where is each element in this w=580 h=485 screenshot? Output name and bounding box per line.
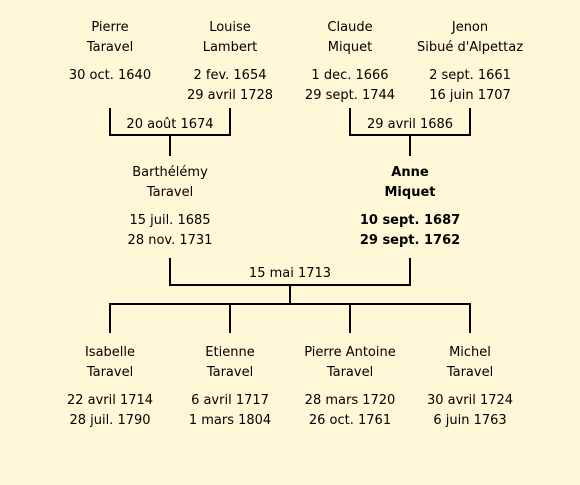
person-last-name: Taravel (146, 185, 194, 200)
birth-date: 28 mars 1720 (304, 393, 396, 408)
person-first-name: Claude (327, 20, 373, 35)
connector-line (109, 303, 471, 305)
person-grandparent: Jenon Sibué d'Alpettaz 2 sept. 1661 16 j… (400, 18, 540, 106)
person-child: Etienne Taravel 6 avril 1717 1 mars 1804 (160, 343, 300, 431)
person-grandparent: Louise Lambert 2 fev. 1654 29 avril 1728 (160, 18, 300, 106)
person-last-name: Taravel (206, 365, 254, 380)
death-date: 29 avril 1728 (186, 88, 274, 103)
person-first-name: Anne (391, 165, 429, 180)
person-last-name: Sibué d'Alpettaz (416, 40, 524, 55)
marriage-date: 29 avril 1686 (360, 116, 460, 134)
person-child: Isabelle Taravel 22 avril 1714 28 juil. … (40, 343, 180, 431)
connector-line (229, 108, 231, 136)
person-first-name: Pierre (91, 20, 129, 35)
person-grandparent: Claude Miquet 1 dec. 1666 29 sept. 1744 (280, 18, 420, 106)
person-first-name: Jenon (451, 20, 489, 35)
death-date: 28 juil. 1790 (69, 413, 151, 428)
connector-line (349, 303, 351, 333)
person-child: Michel Taravel 30 avril 1724 6 juin 1763 (400, 343, 540, 431)
marriage-date: 20 août 1674 (120, 116, 220, 134)
birth-date: 30 avril 1724 (426, 393, 514, 408)
connector-line (229, 303, 231, 333)
birth-date: 22 avril 1714 (66, 393, 154, 408)
death-date: 26 oct. 1761 (308, 413, 392, 428)
person-parent: Barthélémy Taravel 15 juil. 1685 28 nov.… (100, 163, 240, 251)
connector-line (169, 258, 171, 286)
connector-line (409, 258, 411, 286)
birth-date: 10 sept. 1687 (359, 213, 461, 228)
connector-line (289, 284, 291, 304)
person-first-name: Isabelle (84, 345, 136, 360)
death-date: 28 nov. 1731 (127, 233, 213, 248)
birth-date: 1 dec. 1666 (311, 68, 389, 83)
person-first-name: Louise (209, 20, 251, 35)
birth-date: 15 juil. 1685 (129, 213, 211, 228)
connector-line (469, 108, 471, 136)
person-first-name: Michel (449, 345, 491, 360)
person-last-name: Taravel (86, 365, 134, 380)
death-date: 1 mars 1804 (188, 413, 272, 428)
birth-date: 2 fev. 1654 (193, 68, 267, 83)
birth-date: 2 sept. 1661 (429, 68, 511, 83)
birth-date: 6 avril 1717 (191, 393, 269, 408)
person-last-name: Miquet (384, 185, 436, 200)
person-last-name: Miquet (327, 40, 373, 55)
birth-date: 30 oct. 1640 (68, 68, 152, 83)
connector-line (169, 134, 171, 156)
death-date: 29 sept. 1744 (304, 88, 396, 103)
person-last-name: Taravel (326, 365, 374, 380)
person-last-name: Taravel (446, 365, 494, 380)
connector-line (409, 134, 411, 156)
marriage-date: 15 mai 1713 (240, 265, 340, 283)
connector-line (109, 303, 111, 333)
death-date: 29 sept. 1762 (359, 233, 461, 248)
person-last-name: Lambert (202, 40, 258, 55)
person-first-name: Pierre Antoine (304, 345, 396, 360)
death-date: 6 juin 1763 (433, 413, 507, 428)
person-child: Pierre Antoine Taravel 28 mars 1720 26 o… (280, 343, 420, 431)
person-first-name: Etienne (205, 345, 255, 360)
connector-line (349, 108, 351, 136)
person-last-name: Taravel (86, 40, 134, 55)
person-grandparent: Pierre Taravel 30 oct. 1640 (40, 18, 180, 86)
person-first-name: Barthélémy (132, 165, 208, 180)
person-parent-focus: Anne Miquet 10 sept. 1687 29 sept. 1762 (340, 163, 480, 251)
connector-line (109, 108, 111, 136)
connector-line (469, 303, 471, 333)
death-date: 16 juin 1707 (429, 88, 511, 103)
